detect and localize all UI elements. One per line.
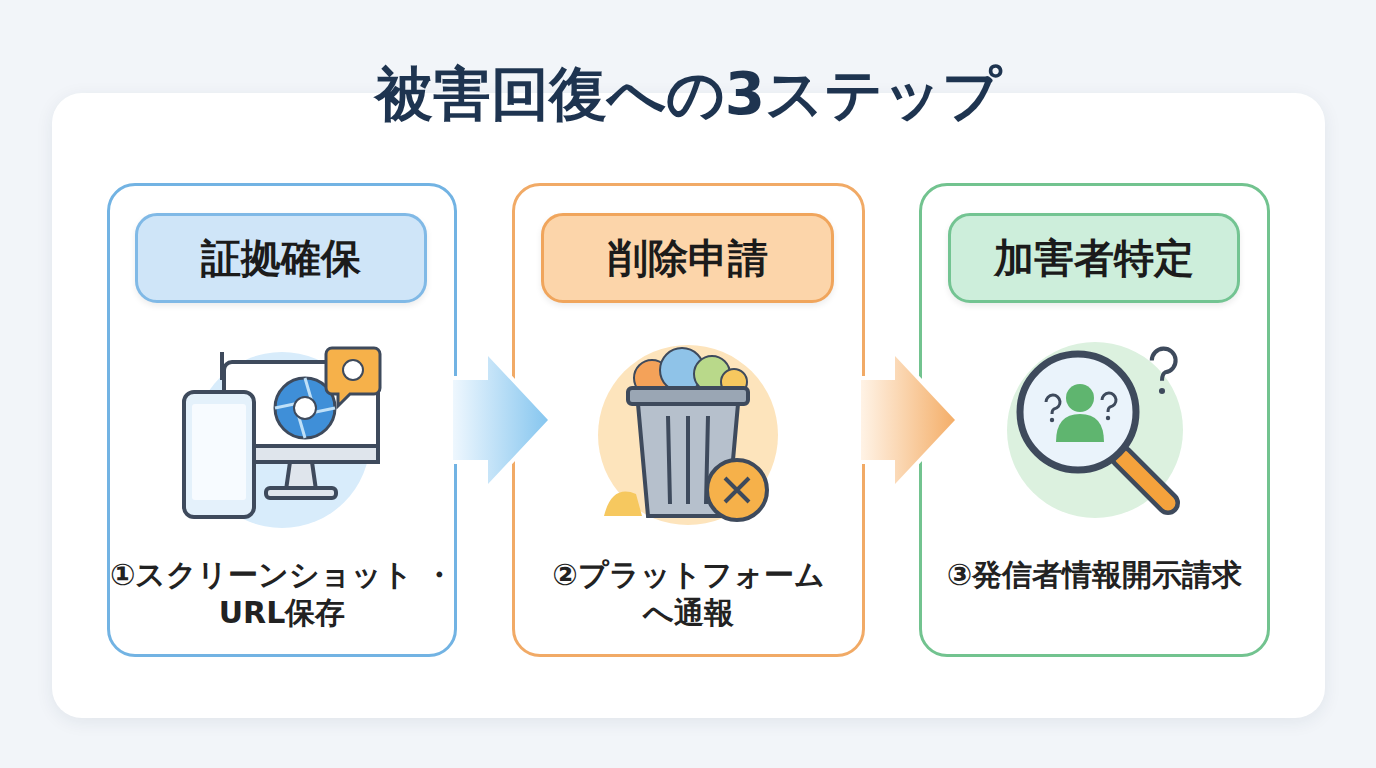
step-heading: 加害者特定: [948, 213, 1240, 303]
step-text: ①スクリーンショット ・URL保存: [110, 556, 454, 632]
step-text: ②プラットフォーム へ通報: [515, 556, 862, 632]
step-box: ③発信者情報開示請求 加害者特定: [919, 183, 1270, 657]
step-box: ①スクリーンショット ・URL保存 証拠確保: [107, 183, 457, 657]
heading-text: 削除申請: [608, 231, 768, 286]
heading-text: 加害者特定: [994, 231, 1194, 286]
step-heading: 削除申請: [541, 213, 834, 303]
diagram-title: 被害回復への3ステップ: [0, 56, 1376, 132]
step-text: ③発信者情報開示請求: [922, 556, 1267, 594]
step-box: ②プラットフォーム へ通報 削除申請: [512, 183, 865, 657]
heading-text: 証拠確保: [201, 231, 361, 286]
step-heading: 証拠確保: [135, 213, 427, 303]
